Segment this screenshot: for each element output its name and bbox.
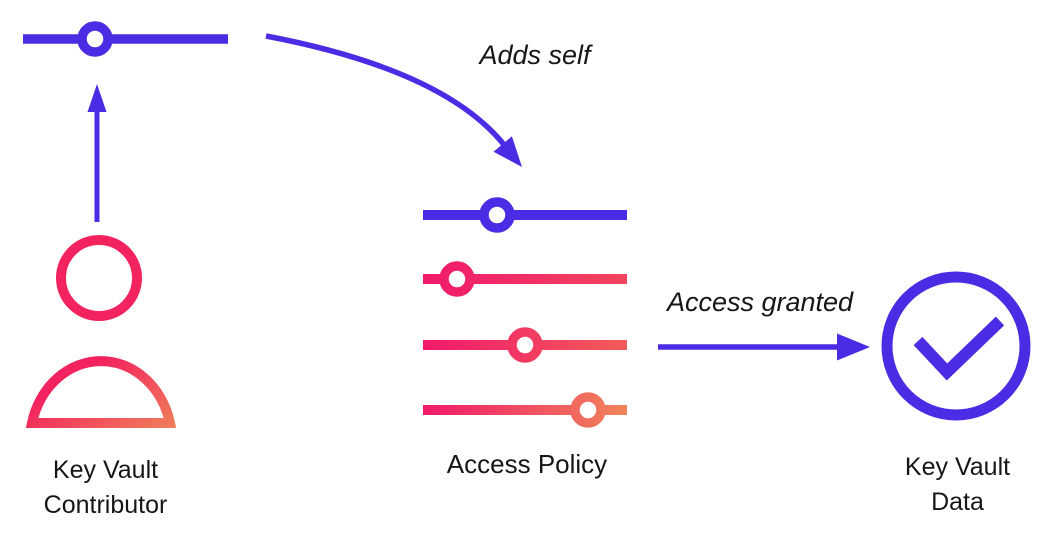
- access-granted-arrow: [658, 333, 870, 361]
- access-policy-slider-3: [423, 327, 627, 363]
- check-circle-icon: [881, 271, 1031, 421]
- adds-self-label: Adds self: [479, 40, 591, 70]
- person-head: [56, 235, 142, 321]
- key-vault-contributor-label-line2: Contributor: [43, 491, 168, 519]
- key-vault-data-label-line2: Data: [931, 488, 984, 516]
- adds-self-arrow: [265, 33, 522, 167]
- adds-self-arrow-shaft: [265, 33, 508, 148]
- access-policy-slider-4-knob: [570, 392, 606, 428]
- access-policy-slider-2: [423, 261, 627, 297]
- access-policy-slider-1-knob: [479, 197, 515, 233]
- person-icon: [25, 235, 177, 428]
- role-slider-knob: [77, 21, 113, 57]
- up-arrow-head: [87, 84, 107, 112]
- access-policy-slider-1: [423, 197, 627, 233]
- person-body: [25, 356, 177, 428]
- key-vault-contributor-label-line1: Key Vault: [52, 456, 159, 484]
- access-policy-slider-4: [423, 392, 627, 428]
- access-granted-label: Access granted: [666, 287, 854, 317]
- access-policy-label: Access Policy: [446, 449, 608, 479]
- role-slider-icon: [23, 21, 228, 57]
- check-mark: [913, 316, 1005, 381]
- adds-self-arrow-head: [493, 136, 522, 167]
- access-policy-slider-3-knob: [507, 327, 543, 363]
- access-policy-icon: [423, 197, 627, 428]
- access-policy-slider-2-knob: [439, 261, 475, 297]
- key-vault-data-label-line1: Key Vault: [904, 453, 1011, 481]
- check-circle-ring: [881, 271, 1031, 421]
- access-granted-arrow-head: [837, 333, 870, 361]
- key-vault-data-label: Key Vault Data: [875, 450, 1040, 520]
- up-arrow: [87, 84, 107, 222]
- key-vault-contributor-label: Key Vault Contributor: [13, 453, 198, 523]
